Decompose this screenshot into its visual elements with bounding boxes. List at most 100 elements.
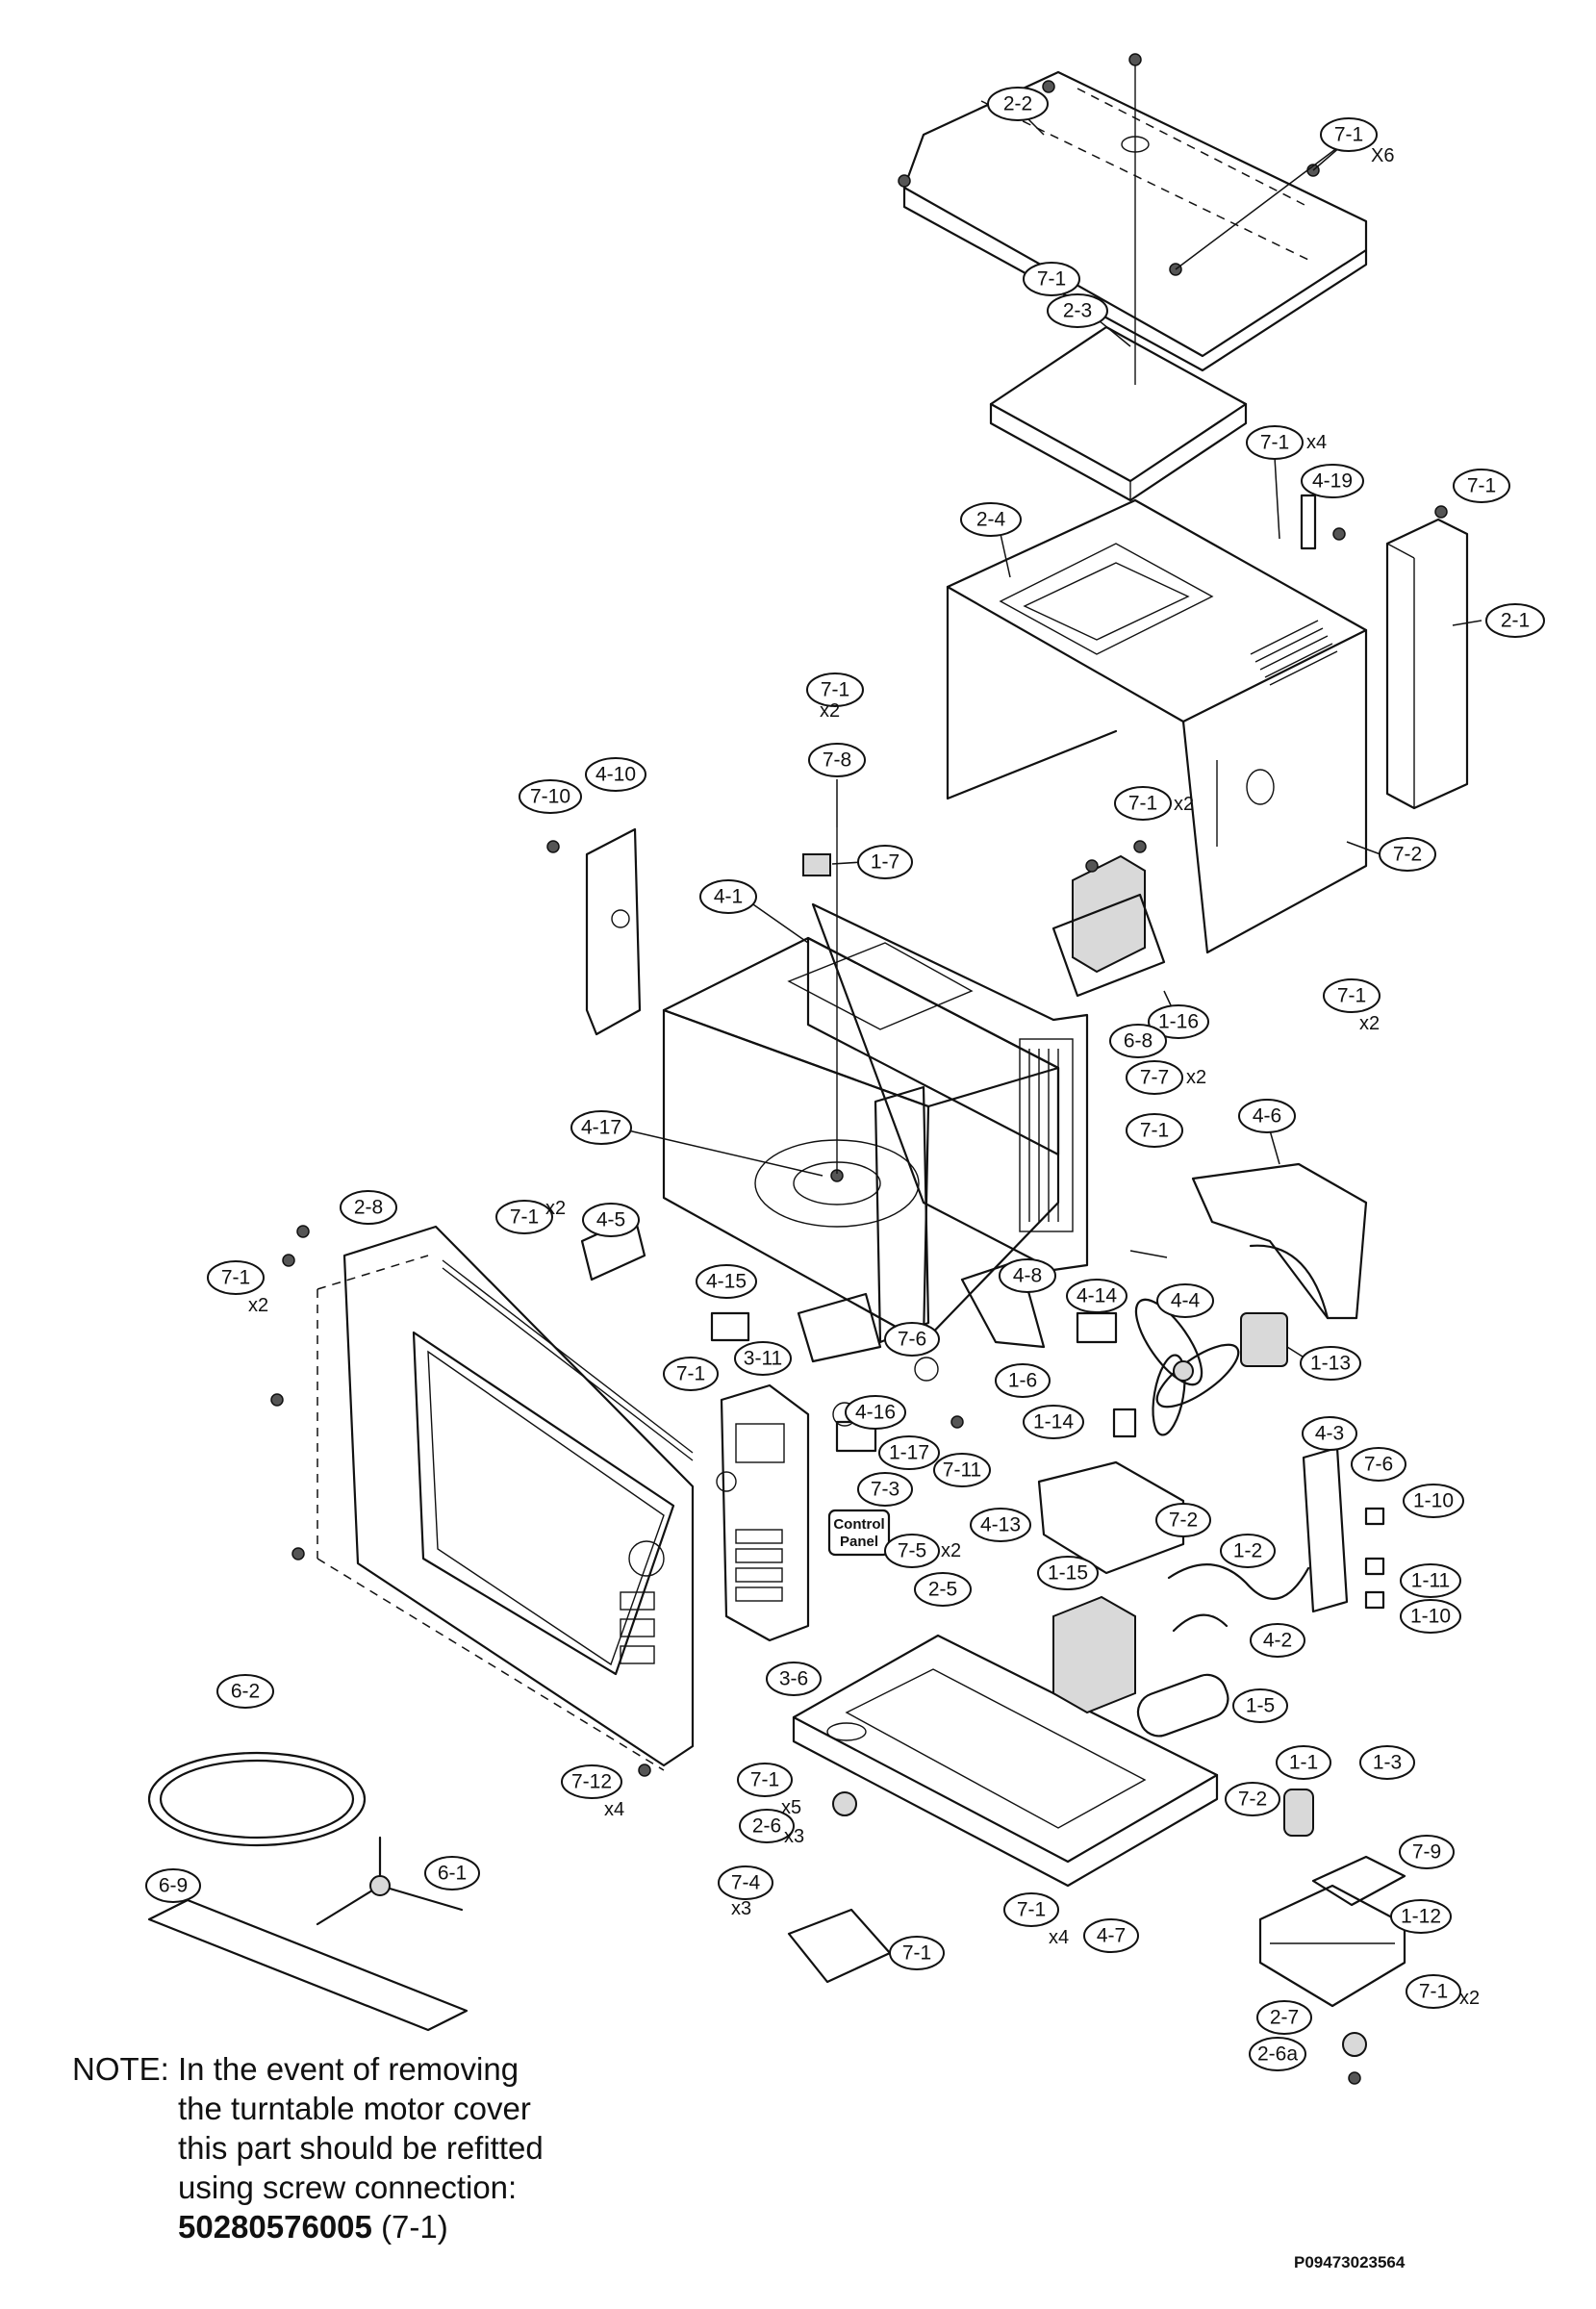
callout-4-19: 4-19 [1301,464,1364,498]
callout-1-10-top: 1-10 [1403,1484,1464,1518]
document-id: P09473023564 [1294,2253,1406,2271]
callout-7-1-right-x2: 7-1 [1323,978,1381,1013]
qty-label: x2 [941,1540,961,1561]
callout-text: 4-5 [596,1209,625,1231]
callout-4-3: 4-3 [1302,1416,1357,1451]
callout-text: 7-1 [902,1942,931,1965]
callout-text: 7-10 [530,786,570,808]
callout-text: 7-1 [1337,985,1366,1007]
callout-text: 4-4 [1171,1290,1201,1312]
callout-1-2: 1-2 [1220,1534,1276,1568]
qty-label: x2 [248,1295,268,1316]
callout-text: 4-7 [1097,1925,1126,1947]
callout-2-2: 2-2 [987,87,1049,121]
qty-label: x5 [781,1797,801,1818]
callout-text: 7-11 [943,1459,981,1482]
note-line-1: NOTE: In the event of removing [72,2049,611,2089]
callout-text: 4-3 [1315,1423,1344,1445]
callout-text: 7-1 [510,1206,539,1229]
capacitor-bracket-4-2 [1172,1613,1229,1633]
callout-7-1-mag: 7-1 [1114,786,1172,821]
note-line-4: using screw connection: [178,2169,518,2205]
callout-text: 4-19 [1312,470,1353,493]
door-assembly-2-8 [317,1225,695,1771]
callout-text: 1-13 [1310,1353,1351,1375]
callout-7-1-upper: 7-1 [1023,262,1080,296]
callout-text: 7-2 [1393,844,1422,866]
callout-text: 4-8 [1013,1265,1042,1287]
callout-text: 2-4 [976,509,1006,531]
callout-text: 7-1 [1017,1899,1046,1921]
noise-filter-1-12 [1311,1855,1406,1907]
note-line-2: the turntable motor cover [178,2091,531,2126]
callout-2-3: 2-3 [1047,293,1108,328]
callout-1-5: 1-5 [1232,1688,1288,1723]
service-note: NOTE: In the event of removing the turnt… [72,2049,611,2246]
thermistor-1-14 [1112,1408,1137,1438]
callout-text: 7-8 [823,749,851,772]
callout-2-6a: 2-6a [1249,2037,1306,2071]
callout-text: 7-4 [731,1872,761,1894]
turntable-motor-cover-7-4 [787,1908,892,1984]
roller-support-6-1 [316,1836,464,1926]
callout-text: 6-9 [159,1875,188,1897]
callout-text: 2-1 [1501,610,1530,632]
transformer-1-15 [1052,1595,1136,1714]
callout-4-7: 4-7 [1083,1918,1139,1953]
callout-4-14: 4-14 [1066,1279,1127,1313]
callout-4-15: 4-15 [696,1264,757,1299]
turntable-ring-6-2 [147,1751,367,1847]
callout-7-8: 7-8 [808,743,866,777]
callout-text: 7-5 [898,1540,926,1562]
callout-3-11: 3-11 [734,1341,792,1376]
control-panel-tag: Control Panel [827,1509,891,1557]
qty-label: x2 [1174,794,1194,815]
callout-text: 7-2 [1238,1789,1267,1811]
callout-7-11: 7-11 [933,1453,991,1487]
callout-text: 4-1 [714,886,743,908]
callout-1-16: 1-16 [1148,1004,1209,1039]
callout-text: 7-2 [1169,1510,1198,1532]
callout-text: 1-15 [1048,1562,1088,1585]
qty-label: x4 [604,1799,624,1820]
callout-text: 1-7 [871,851,899,874]
callout-text: 2-6 [752,1815,781,1838]
callout-text: 4-16 [855,1402,896,1424]
callout-text: 3-6 [779,1668,808,1690]
fan-4-4 [1134,1298,1240,1436]
callout-text: 7-1 [750,1769,779,1791]
callout-text: 7-1 [676,1363,705,1385]
foot-2-6 [832,1791,857,1816]
callout-7-1-right: 7-1 [1453,469,1510,503]
bracket-4-19 [1300,494,1346,550]
callout-6-8: 6-8 [1109,1024,1167,1058]
callout-text: 7-1 [1140,1120,1169,1142]
quantity-labels: X6 x4 x2 x2 x2 x2 x2 x2 x2 x4 x5 x3 x3 x… [248,145,1480,2009]
waveguide-cover-2-3 [989,325,1248,502]
qty-label: x2 [1186,1067,1206,1088]
top-cover-2-2 [902,58,1368,385]
callout-text: 6-1 [438,1863,467,1885]
fuse-holder-1-1 [1283,1789,1314,1837]
callout-text: 4-2 [1263,1630,1292,1652]
callout-text: 7-12 [571,1771,612,1793]
callout-text: 1-6 [1008,1370,1037,1392]
control-panel-3-6 [716,1383,810,1642]
callout-text: 7-6 [1364,1454,1393,1476]
callout-1-13: 1-13 [1300,1346,1361,1381]
callout-text: 4-10 [595,764,636,786]
callout-text: 2-5 [928,1579,957,1601]
callout-text: 1-11 [1411,1570,1450,1592]
callout-7-1-side: 7-1 [806,672,864,707]
callout-text: 4-13 [980,1514,1021,1536]
callout-text: 7-3 [871,1479,899,1501]
callout-1-12: 1-12 [1390,1899,1452,1934]
protective-film-6-9 [147,1898,469,2032]
callout-7-1-turntable-cover: 7-1 [889,1936,945,1970]
callout-text: 7-1 [1334,124,1363,146]
callout-4-10: 4-10 [585,757,646,792]
qty-label: x3 [731,1898,751,1919]
choke-bracket-4-10 [546,827,642,1036]
callout-text: 2-8 [354,1197,383,1219]
qty-label: x2 [545,1198,566,1219]
